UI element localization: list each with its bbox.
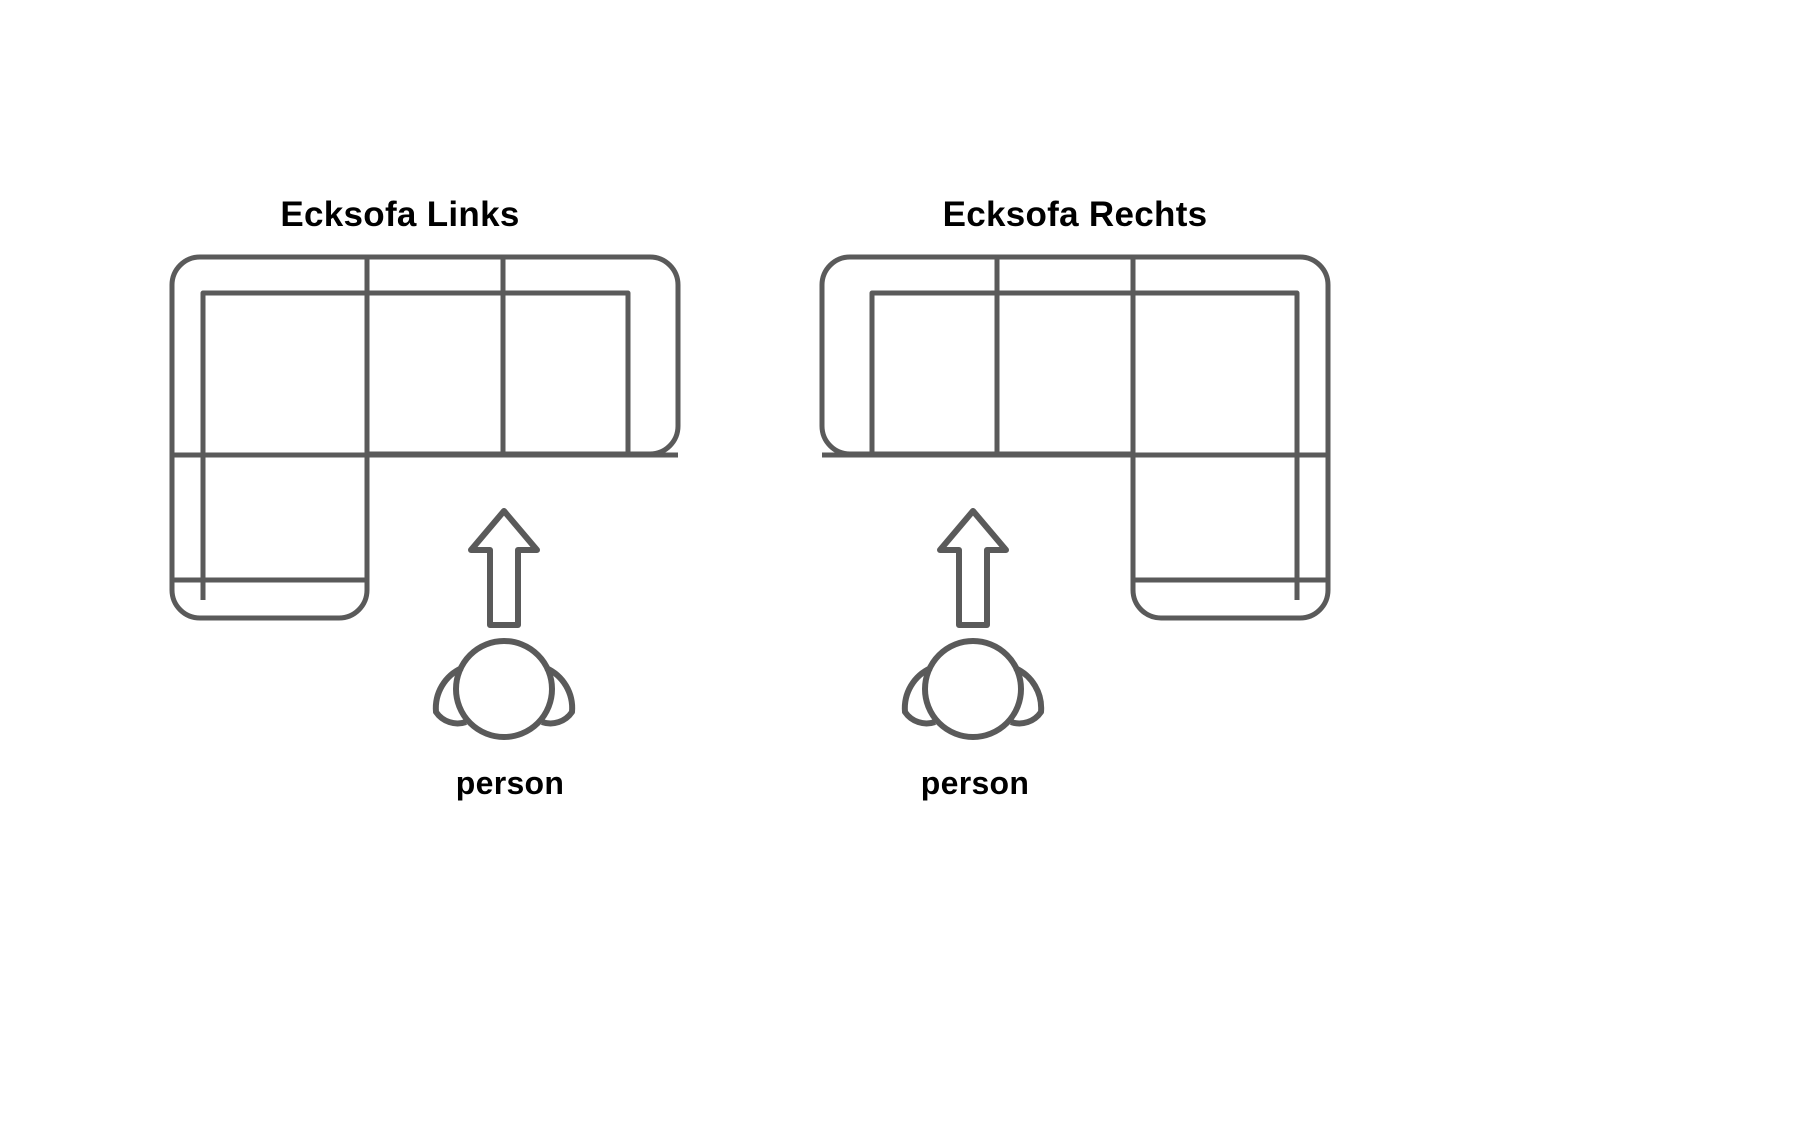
- person-shoulder-right-icon-2: [1010, 665, 1045, 727]
- person-shoulder-left-icon: [432, 665, 467, 727]
- person-shoulder-left-icon-2: [901, 665, 936, 727]
- sofa-left-inner-outline: [200, 290, 631, 455]
- person-label-right: person: [920, 765, 1030, 801]
- ecksofa-links-drawing: [169, 254, 681, 621]
- person-label-left: person: [455, 765, 565, 801]
- ecksofa-rechts-drawing: [819, 254, 1331, 621]
- sofa-right-inner-outline: [869, 290, 1300, 455]
- person-shoulder-right-icon: [541, 665, 576, 727]
- ecksofa-rechts-title: Ecksofa Rechts: [942, 195, 1208, 234]
- ecksofa-links-title: Ecksofa Links: [280, 195, 520, 234]
- up-arrow-icon-left: [468, 508, 540, 628]
- person-head-right: [922, 638, 1024, 740]
- person-indicator-left: [432, 508, 576, 740]
- up-arrow-icon-right: [937, 508, 1009, 628]
- person-indicator-right: [901, 508, 1045, 740]
- sofa-left-outer-outline: [169, 254, 681, 621]
- sofa-right-outer-outline: [819, 254, 1331, 621]
- person-head-left: [453, 638, 555, 740]
